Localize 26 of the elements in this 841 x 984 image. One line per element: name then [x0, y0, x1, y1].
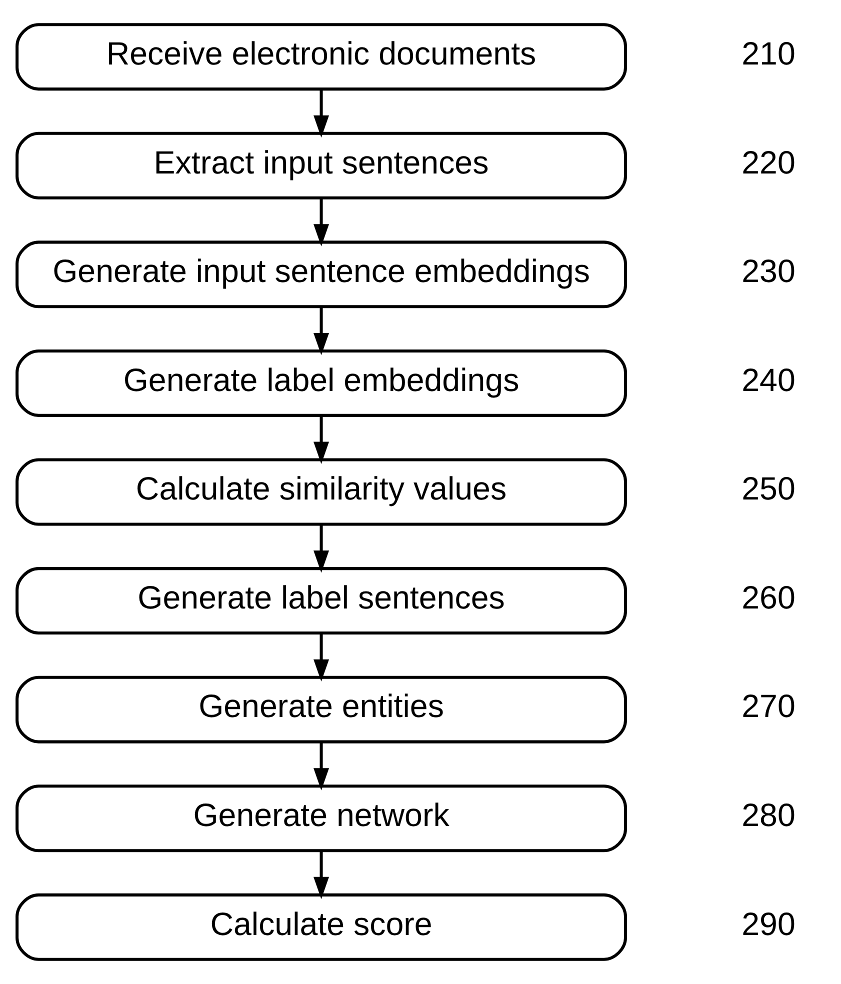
node-label: 240	[741, 362, 795, 398]
node-box: Extract input sentences	[15, 132, 626, 200]
node-box: Calculate similarity values	[15, 458, 626, 526]
node-label: 220	[741, 144, 795, 180]
node-label: 260	[741, 579, 795, 616]
node-label: 210	[741, 35, 795, 72]
arrow	[313, 850, 329, 900]
node-box: Generate label sentences	[15, 567, 626, 635]
node-label: 230	[741, 253, 795, 290]
arrow	[313, 198, 329, 246]
node-box: Generate input sentence embeddings	[15, 240, 626, 308]
node-box: Generate label embeddings	[15, 349, 626, 417]
arrow	[313, 89, 329, 138]
node-box: Generate entities	[15, 676, 626, 744]
node-label: 250	[741, 470, 795, 507]
node-label: 280	[741, 797, 795, 834]
node-label: 290	[741, 906, 795, 942]
arrow	[313, 524, 329, 573]
node-label: 270	[741, 688, 795, 724]
node-box: Receive electronic documents	[15, 23, 626, 91]
node-box: Calculate score	[15, 893, 626, 961]
node-box: Generate network	[15, 784, 626, 852]
arrow	[313, 633, 329, 682]
arrow	[313, 742, 329, 790]
arrow	[313, 416, 329, 464]
arrow	[313, 306, 329, 356]
